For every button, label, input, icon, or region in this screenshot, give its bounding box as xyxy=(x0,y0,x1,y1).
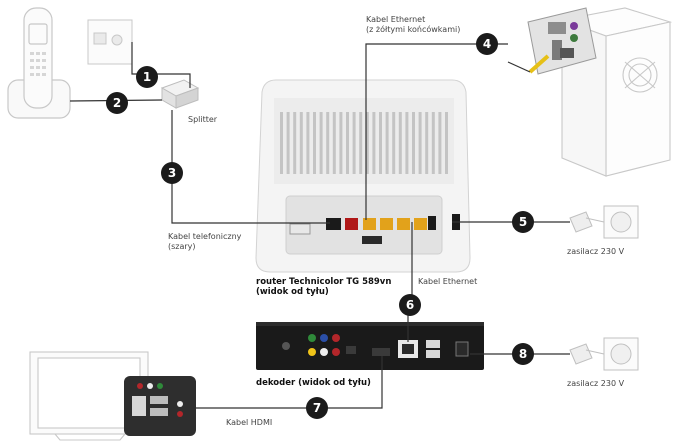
router-vent-slot xyxy=(372,112,376,174)
power-socket-top xyxy=(569,205,639,239)
splitter-device xyxy=(160,79,200,109)
label-phone-cable: Kabel telefoniczny (szary) xyxy=(168,232,241,252)
step-badge-6: 6 xyxy=(399,294,421,316)
label-phone-cable-line1: Kabel telefoniczny xyxy=(168,232,242,241)
step-badge-8: 8 xyxy=(512,343,534,365)
router-vent-slot xyxy=(431,112,435,174)
step-badge-4: 4 xyxy=(476,33,498,55)
router-vent-slot xyxy=(332,112,336,174)
label-decoder: dekoder (widok od tyłu) xyxy=(256,378,371,388)
label-ethernet-top-line1: Kabel Ethernet xyxy=(366,15,426,24)
router-vent-slot xyxy=(319,112,323,174)
label-hdmi-cable: Kabel HDMI xyxy=(226,418,273,427)
decoder-device xyxy=(256,322,484,370)
step-badge-1: 1 xyxy=(136,66,158,88)
router-vent-slot xyxy=(445,112,448,174)
label-router: router Technicolor TG 589vn (widok od ty… xyxy=(256,277,391,297)
router-vent-slot xyxy=(405,112,409,174)
step-badge-5: 5 xyxy=(512,211,534,233)
router-vent-slot xyxy=(412,112,415,174)
router-vent-slot xyxy=(352,112,356,174)
router-vent-slot xyxy=(365,112,369,174)
power-socket-bottom xyxy=(569,337,639,371)
router-vent-slot xyxy=(293,112,297,174)
step-badge-2: 2 xyxy=(106,92,128,114)
router-vent-slot xyxy=(425,112,429,174)
label-ethernet-top-line2: (z żółtymi końcówkami) xyxy=(366,25,461,34)
tv-back-panel-photo xyxy=(124,376,196,436)
router-vent-slot xyxy=(398,112,402,174)
router-vent-slot xyxy=(326,112,330,174)
label-ethernet-top: Kabel Ethernet (z żółtymi końcówkami) xyxy=(366,15,460,35)
step-badge-3: 3 xyxy=(161,162,183,184)
router-device xyxy=(255,79,471,273)
router-vent-slot xyxy=(313,112,316,174)
router-vent-slot xyxy=(306,112,310,174)
label-power-top: zasilacz 230 V xyxy=(567,247,625,256)
computer-back-panel-photo xyxy=(507,7,597,75)
router-vent-slot xyxy=(392,112,396,174)
label-router-line2: (widok od tyłu) xyxy=(256,287,329,297)
label-power-bottom: zasilacz 230 V xyxy=(567,379,625,388)
router-vent-slot xyxy=(286,112,290,174)
router-vent-slot xyxy=(385,112,389,174)
router-vent-slot xyxy=(438,112,442,174)
phone-illustration xyxy=(7,7,71,119)
router-vent-slot xyxy=(339,112,343,174)
router-vent-slot xyxy=(418,112,422,174)
label-router-line1: router Technicolor TG 589vn xyxy=(256,277,392,287)
label-ethernet-bottom: Kabel Ethernet xyxy=(418,277,478,286)
router-vent-slot xyxy=(280,112,283,174)
router-vent-slot xyxy=(299,112,303,174)
phone-wall-socket xyxy=(87,19,133,65)
router-vent-slot xyxy=(379,112,382,174)
computer-tower xyxy=(559,7,673,177)
router-vent-slot xyxy=(346,112,349,174)
label-splitter: Splitter xyxy=(188,115,218,124)
router-vent-slot xyxy=(359,112,363,174)
step-badge-7: 7 xyxy=(306,397,328,419)
label-phone-cable-line2: (szary) xyxy=(168,242,196,251)
